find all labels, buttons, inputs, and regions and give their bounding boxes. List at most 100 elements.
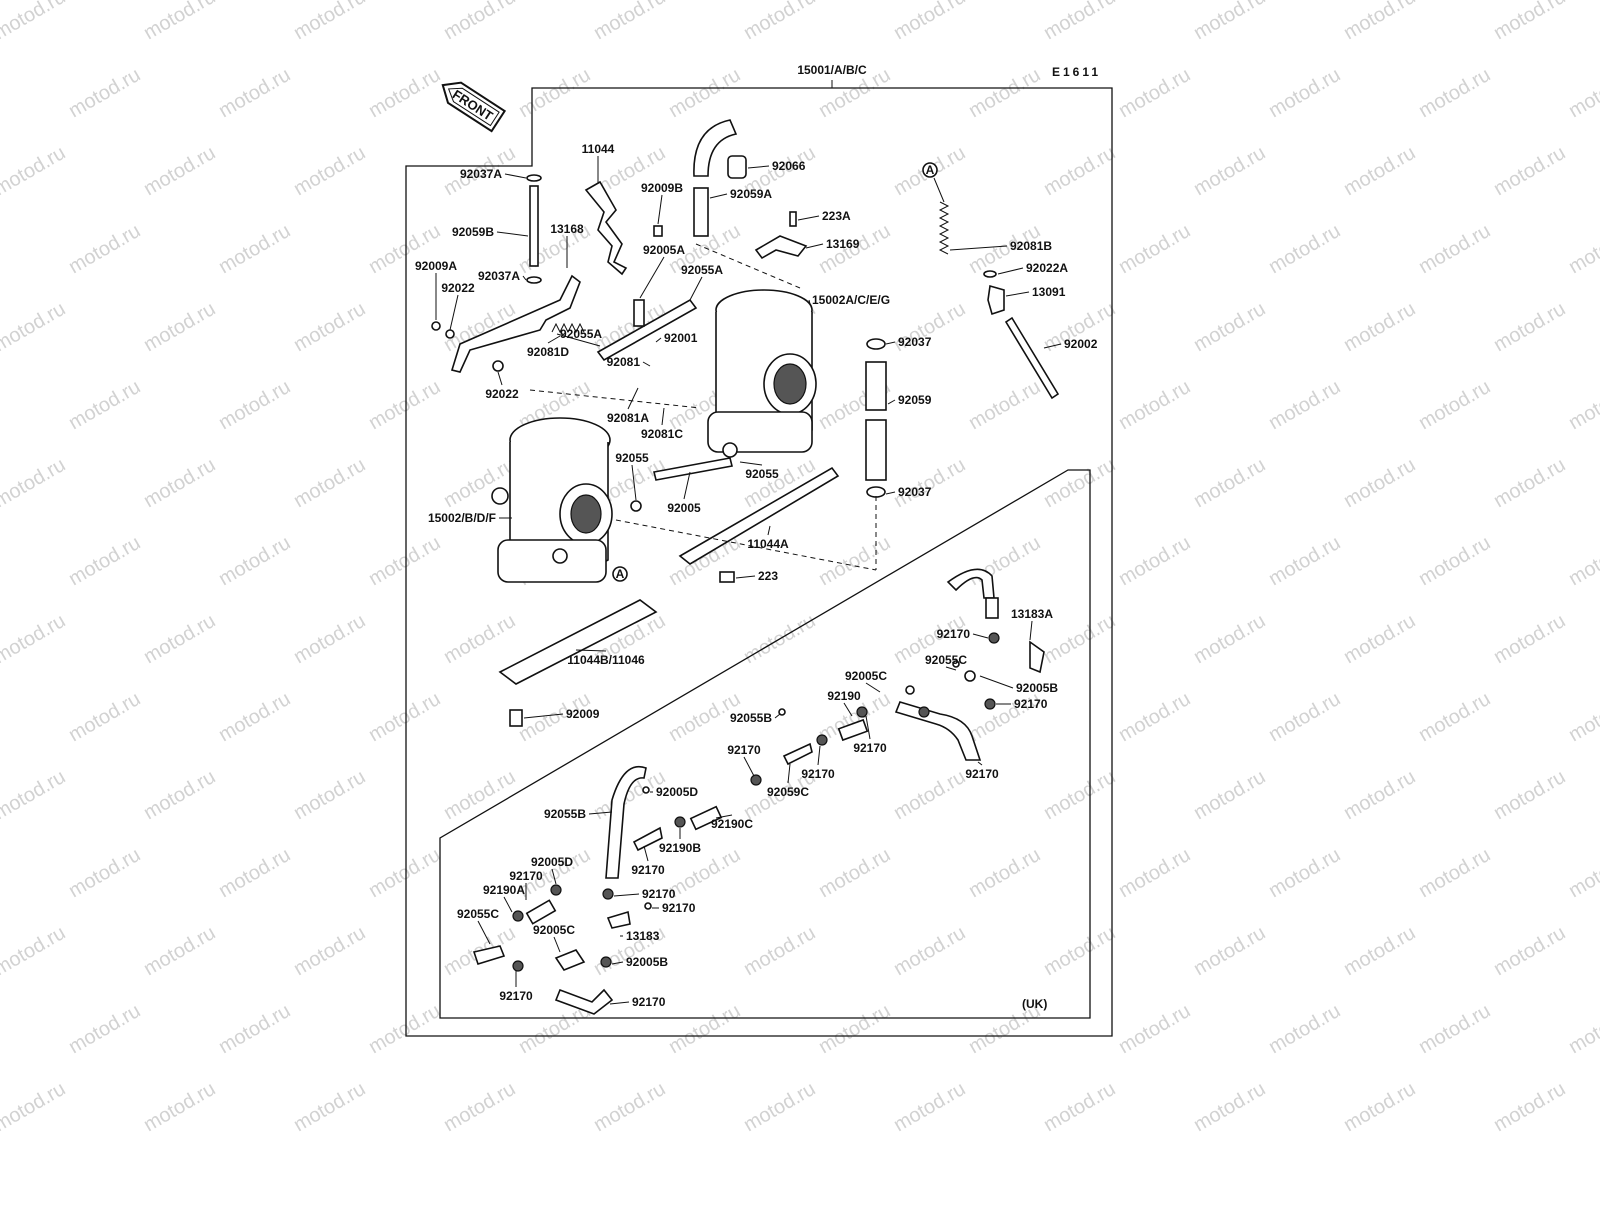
watermark-text: motod.ru	[1340, 298, 1419, 357]
washer-92037a-bottom	[526, 276, 542, 284]
part-number-label: 92190B	[659, 841, 701, 855]
watermark-text: motod.ru	[140, 1078, 219, 1137]
watermark-text: motod.ru	[65, 220, 144, 279]
orings-small	[642, 660, 976, 910]
rod-92059b	[529, 185, 539, 267]
label-leader	[843, 702, 853, 717]
watermark-text: motod.ru	[0, 0, 69, 44]
fitting-92005b-lower	[606, 910, 631, 929]
fitting-92005c-lower	[472, 945, 506, 965]
watermark-text: motod.ru	[1490, 610, 1569, 669]
watermark-text: motod.ru	[215, 532, 294, 591]
watermark-text: motod.ru	[1265, 376, 1344, 435]
label-leader	[709, 193, 728, 199]
part-number-label: 92009B	[641, 181, 683, 195]
watermark-text: motod.ru	[440, 454, 519, 513]
watermark-text: motod.ru	[215, 376, 294, 435]
part-number-label: 92066	[772, 159, 806, 173]
watermark-text: motod.ru	[965, 376, 1044, 435]
watermark-text: motod.ru	[1190, 142, 1269, 201]
part-number-label: 92190A	[483, 883, 525, 897]
watermark-text: motod.ru	[365, 844, 444, 903]
label-leader	[575, 649, 607, 652]
part-number-label: 92005	[667, 501, 701, 515]
assembly-frame	[405, 87, 1113, 1037]
watermark-text: motod.ru	[1490, 142, 1569, 201]
label-leader	[739, 461, 763, 466]
watermark-text: motod.ru	[1265, 220, 1344, 279]
watermark-text: motod.ru	[0, 298, 69, 357]
cap-92066	[727, 155, 747, 179]
part-number-label: 92190C	[711, 817, 753, 831]
watermark-text: motod.ru	[140, 0, 219, 44]
watermark-text: motod.ru	[1190, 0, 1269, 44]
part-number-label: 92081A	[607, 411, 649, 425]
label-leader	[655, 337, 662, 343]
part-number-label: 92055A	[681, 263, 723, 277]
ref-mark-top-label: A	[926, 163, 935, 177]
label-leader	[885, 491, 896, 495]
part-number-label: 92055A	[560, 327, 602, 341]
region-note: (UK)	[1022, 997, 1047, 1011]
watermark-text: motod.ru	[1415, 532, 1494, 591]
part-number-label: 92005D	[531, 855, 573, 869]
spring-92081d	[551, 322, 585, 334]
cable-a	[933, 177, 945, 203]
hose-92059a	[693, 187, 709, 237]
screw-223a	[789, 211, 797, 227]
watermark-text: motod.ru	[1565, 1000, 1600, 1059]
watermark-text: motod.ru	[1190, 298, 1269, 357]
label-leader	[1005, 291, 1030, 297]
label-leader	[767, 525, 771, 536]
part-number-label: 92005A	[643, 243, 685, 257]
watermark-text: motod.ru	[1415, 688, 1494, 747]
watermark-text: motod.ru	[740, 0, 819, 44]
watermark-text: motod.ru	[1415, 1000, 1494, 1059]
watermark-text: motod.ru	[815, 1000, 894, 1059]
label-leader	[553, 936, 561, 953]
part-number-label: 223A	[822, 209, 851, 223]
label-leader	[522, 275, 527, 281]
watermark-text: motod.ru	[365, 1000, 444, 1059]
label-leader	[643, 845, 649, 862]
label-leader	[885, 341, 896, 345]
label-leader	[609, 1001, 630, 1005]
watermark-text: motod.ru	[1340, 610, 1419, 669]
part-number-label: 92170	[662, 901, 696, 915]
uk-subframe	[439, 469, 1091, 1019]
assembly-code: 15001/A/B/C	[797, 63, 867, 77]
watermark-text: motod.ru	[140, 142, 219, 201]
label-leader	[683, 471, 691, 500]
watermark-text: motod.ru	[65, 844, 144, 903]
watermark-text: motod.ru	[890, 766, 969, 825]
watermark-text: motod.ru	[140, 298, 219, 357]
watermark-text: motod.ru	[215, 688, 294, 747]
watermark-text: motod.ru	[1565, 688, 1600, 747]
watermark-text: motod.ru	[815, 532, 894, 591]
watermark-text: motod.ru	[440, 610, 519, 669]
part-number-label: 92037A	[460, 167, 502, 181]
fitting-92005a	[633, 299, 645, 327]
part-number-label: 92170	[631, 863, 665, 877]
part-number-label: 13168	[550, 222, 584, 236]
watermark-text: motod.ru	[1040, 766, 1119, 825]
watermark-text: motod.ru	[215, 220, 294, 279]
part-number-label: 92009A	[415, 259, 457, 273]
watermark-text: motod.ru	[290, 0, 369, 44]
label-leader	[817, 745, 821, 766]
watermark-text: motod.ru	[965, 64, 1044, 123]
watermark-text: motod.ru	[0, 610, 69, 669]
hose-92190a	[525, 899, 557, 925]
part-number-label: 92190	[827, 689, 861, 703]
label-leader	[449, 294, 459, 331]
watermark-text: motod.ru	[965, 532, 1044, 591]
watermark-text: motod.ru	[140, 766, 219, 825]
label-leader	[689, 276, 703, 301]
part-number-label: 92037A	[478, 269, 520, 283]
watermark-text: motod.ru	[890, 0, 969, 44]
label-leader	[503, 896, 513, 913]
watermark-text: motod.ru	[140, 922, 219, 981]
bracket-13169	[754, 235, 808, 260]
watermark-text: motod.ru	[1265, 844, 1344, 903]
